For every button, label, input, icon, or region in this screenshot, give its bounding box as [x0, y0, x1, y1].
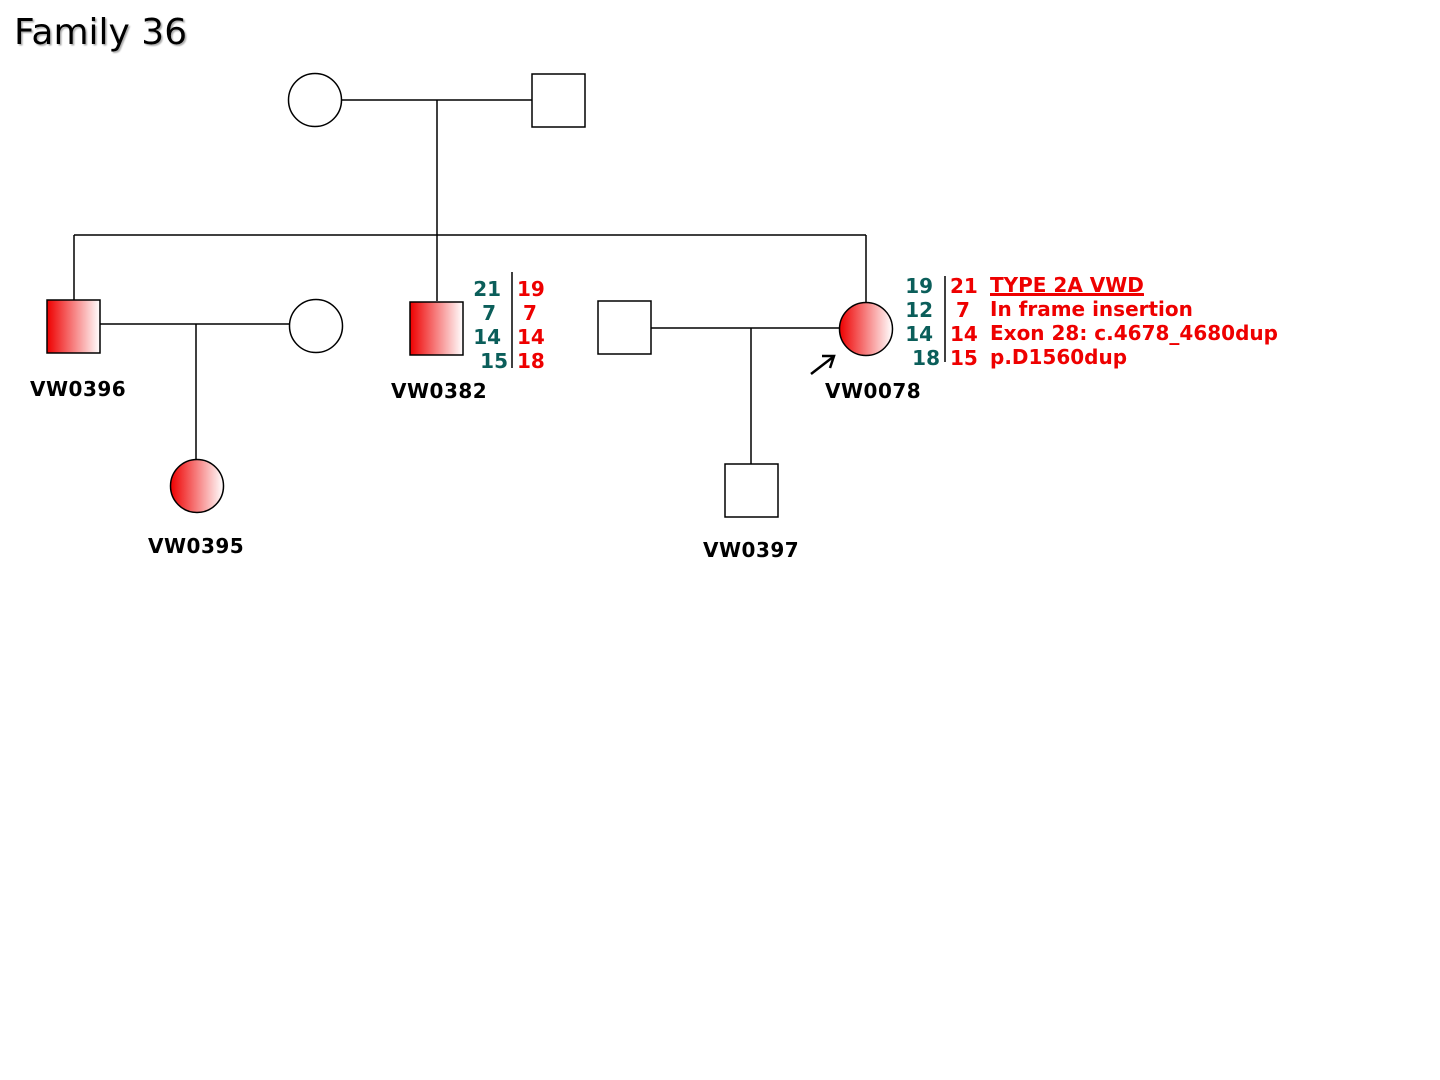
- affected-male-symbol-vw0396: [46, 299, 101, 354]
- individual-label-vw0397: VW0397: [703, 538, 799, 562]
- allele: 18: [517, 349, 545, 373]
- allele: 12: [905, 298, 933, 322]
- allele: 14: [905, 322, 933, 346]
- haplotype-left-vw0382: 21 7 14 15: [473, 277, 508, 373]
- page-title: Family 36: [14, 12, 187, 53]
- mutation-protein: p.D1560dup: [990, 345, 1127, 369]
- haplotype-right-vw0382: 19 7 14 18: [517, 277, 552, 373]
- affected-male-symbol-vw0382: [409, 301, 464, 356]
- allele: 21: [473, 277, 501, 301]
- allele: 18: [912, 346, 940, 370]
- allele: 7: [523, 301, 537, 325]
- allele: 19: [517, 277, 545, 301]
- individual-label-vw0395: VW0395: [148, 534, 244, 558]
- allele: 14: [950, 322, 978, 346]
- haplotype-right-vw0078: 21 7 14 15: [950, 274, 985, 370]
- allele: 21: [950, 274, 978, 298]
- haplotype-vw0382: 21 7 14 15 19 7 14 18: [473, 272, 552, 373]
- individual-label-vw0382: VW0382: [391, 379, 487, 403]
- allele: 7: [956, 298, 970, 322]
- allele: 7: [482, 301, 496, 325]
- mutation-type: TYPE 2A VWD: [990, 273, 1144, 297]
- mutation-effect: In frame insertion: [990, 297, 1193, 321]
- affected-female-symbol-vw0078: [838, 301, 894, 357]
- male-symbol-grandfather: [531, 73, 586, 128]
- affected-female-symbol-vw0395: [169, 458, 225, 514]
- individual-label-vw0078: VW0078: [825, 379, 921, 403]
- individual-label-vw0396: VW0396: [30, 377, 126, 401]
- mutation-annotation: TYPE 2A VWD In frame insertion Exon 28: …: [990, 273, 1278, 369]
- mutation-exon: Exon 28: c.4678_4680dup: [990, 321, 1278, 345]
- allele: 19: [905, 274, 933, 298]
- pedigree-lines: [73, 99, 867, 464]
- allele: 14: [517, 325, 545, 349]
- female-symbol-grandmother: [287, 72, 343, 128]
- allele: 15: [480, 349, 508, 373]
- male-symbol-vw0397: [724, 463, 779, 518]
- allele: 14: [473, 325, 501, 349]
- proband-arrow-icon: [810, 354, 836, 375]
- male-symbol-vw0078-spouse: [597, 300, 652, 355]
- female-symbol-vw0396-spouse: [288, 298, 344, 354]
- haplotype-vw0078: 19 12 14 18 21 7 14 15: [905, 274, 985, 370]
- allele: 15: [950, 346, 978, 370]
- haplotype-left-vw0078: 19 12 14 18: [905, 274, 940, 370]
